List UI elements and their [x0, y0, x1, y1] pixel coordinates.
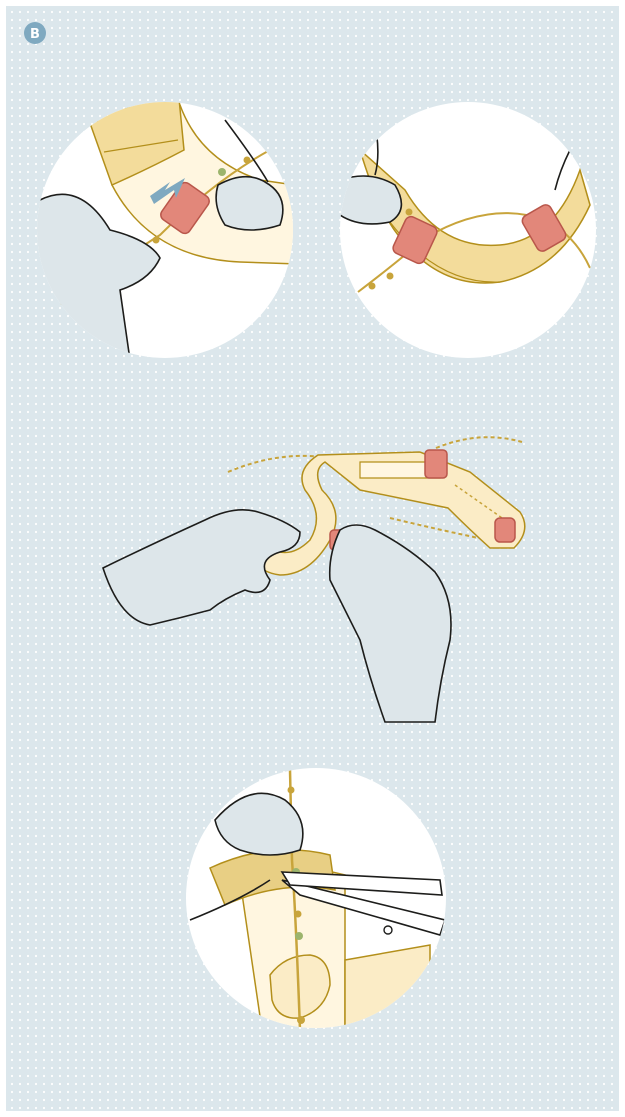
suture-bead	[369, 283, 376, 290]
step-badge: B	[24, 22, 46, 44]
suture-bead	[297, 1016, 305, 1024]
suture-bead	[244, 157, 251, 164]
suture-bead	[406, 209, 413, 216]
panel-step-4	[186, 768, 446, 1030]
suture-bead	[288, 787, 295, 794]
suture-bead	[153, 237, 160, 244]
red-clip	[425, 450, 447, 478]
red-clip	[495, 518, 515, 542]
left-glove	[340, 176, 401, 224]
step-badge-label: B	[30, 27, 40, 42]
suture-bead	[387, 273, 394, 280]
suture-bead-green	[295, 932, 303, 940]
panel-step-2	[340, 102, 596, 358]
suture-bead	[295, 911, 302, 918]
suture-bead-green	[218, 168, 226, 176]
